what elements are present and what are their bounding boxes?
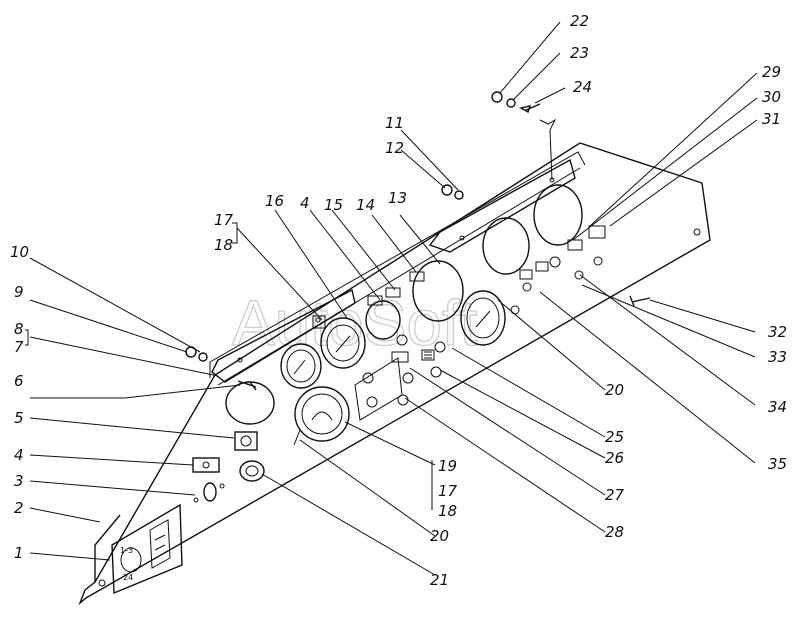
callout-14: 14: [356, 196, 375, 214]
gauge-temperature: [280, 343, 322, 389]
toggle-6: [237, 380, 257, 391]
callout-27: 27: [605, 486, 625, 504]
gauge-ammeter: [293, 386, 350, 446]
callout-7: 7: [14, 338, 24, 356]
callout-19: 19: [438, 457, 457, 475]
callout-5: 5: [14, 409, 24, 427]
nut-11-12: [441, 184, 464, 200]
leader-lines: [25, 21, 758, 576]
callout-23: 23: [570, 44, 589, 62]
gauge-upper-mid: [482, 217, 530, 275]
callout-10: 10: [10, 243, 29, 261]
callout-17-bottom: 17: [438, 482, 458, 500]
screw-32: [629, 295, 651, 307]
fuse-block-17: [312, 315, 326, 329]
callout-15: 15: [324, 196, 343, 214]
callout-9: 9: [14, 283, 24, 301]
callout-20-right: 20: [605, 381, 624, 399]
callout-25: 25: [605, 428, 624, 446]
trim-strip-left: [211, 288, 356, 383]
gauge-center-small: [365, 300, 401, 340]
callout-12: 12: [385, 139, 404, 157]
callout-33: 33: [768, 348, 787, 366]
callout-26: 26: [605, 449, 624, 467]
callout-24: 24: [573, 78, 592, 96]
callout-22: 22: [570, 12, 589, 30]
callout-6: 6: [14, 372, 24, 390]
trim-strip-right: [428, 158, 576, 253]
callout-4-top: 4: [300, 194, 310, 212]
nut-9-10: [185, 346, 208, 362]
callout-17-top: 17: [214, 211, 234, 229]
callout-31: 31: [762, 110, 781, 128]
callout-18-top: 18: [214, 236, 233, 254]
callout-8: 8: [14, 320, 24, 338]
gauge-pressure: [320, 317, 366, 369]
callout-2: 2: [14, 499, 24, 517]
callout-30: 30: [762, 88, 781, 106]
ignition-label-bottom: 24: [123, 573, 133, 582]
callout-32: 32: [768, 323, 787, 341]
fasteners-22-23-24: [491, 91, 541, 114]
callout-34: 34: [768, 398, 787, 416]
callout-18-bottom: 18: [438, 502, 457, 520]
gauge-right-dial: [460, 290, 506, 346]
lamp-4: [192, 457, 220, 473]
callout-29: 29: [762, 63, 781, 81]
callout-numbers: 1 2 3 4 5 6 7 8 9 10 11 12 13 14 15 16 1…: [10, 12, 787, 589]
callout-3: 3: [14, 472, 24, 490]
callout-20-bottom: 20: [430, 527, 449, 545]
callout-35: 35: [768, 455, 787, 473]
callout-28: 28: [605, 523, 624, 541]
callout-13: 13: [388, 189, 407, 207]
ignition-label-top: 1-3: [120, 546, 133, 555]
callout-11: 11: [385, 114, 404, 132]
lamp-5: [234, 431, 258, 451]
ignition-switch-block-1: 1-3 24: [111, 503, 183, 595]
gauge-upper-right: [533, 184, 583, 246]
toggle-3: [193, 482, 225, 503]
switch-row-right: [510, 225, 606, 315]
watermark: AutoSoft: [232, 287, 478, 359]
callout-21: 21: [430, 571, 449, 589]
knob-21: [239, 460, 265, 482]
gauge-left-large: [225, 381, 275, 425]
callout-1: 1: [14, 544, 24, 562]
callout-16: 16: [265, 192, 284, 210]
callout-4: 4: [14, 446, 24, 464]
